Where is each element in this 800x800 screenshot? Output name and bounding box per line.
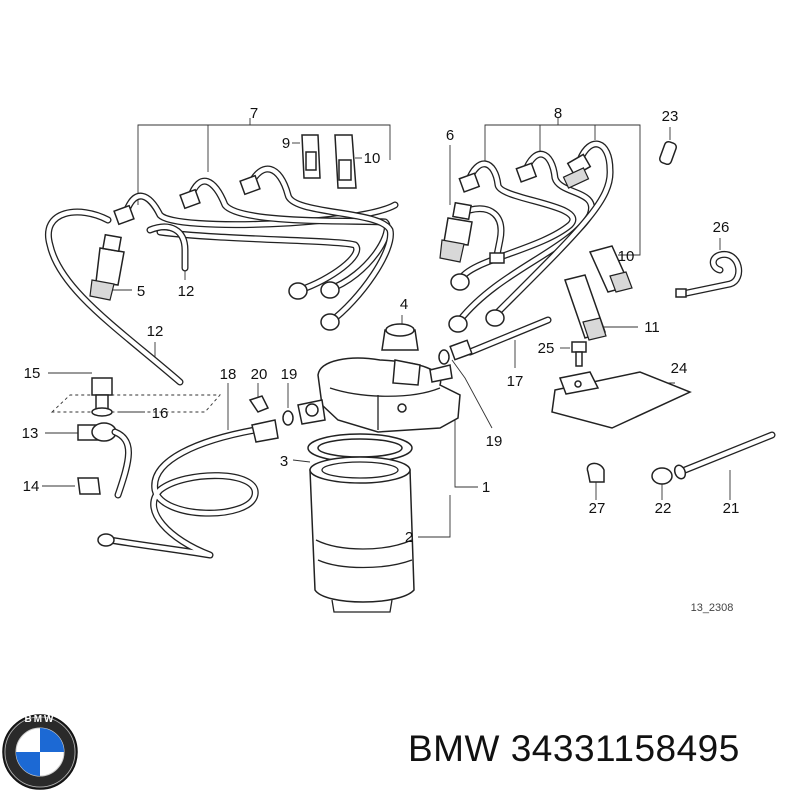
callout-10a: 10: [364, 150, 381, 167]
logo-lettering: BMW: [25, 714, 56, 725]
callout-1: 1: [482, 479, 490, 496]
callout-3: 3: [280, 453, 288, 470]
bracket-24: [551, 341, 692, 429]
injection-pipes-right: [448, 140, 614, 333]
callout-14: 14: [23, 478, 40, 495]
fuel-line-17: [438, 316, 552, 365]
callout-21: 21: [723, 500, 740, 517]
callout-22: 22: [655, 500, 672, 517]
callout-17: 17: [507, 373, 524, 390]
callout-16: 16: [152, 405, 169, 422]
callout-27: 27: [589, 500, 606, 517]
callout-11: 11: [644, 319, 660, 336]
callout-9: 9: [282, 135, 290, 152]
seal-ring: [307, 433, 413, 463]
banjo-fitting: [77, 377, 132, 499]
callout-6: 6: [446, 127, 454, 144]
filter-housing: [297, 323, 461, 433]
callout-19b: 19: [486, 433, 503, 450]
filter-element: [309, 456, 415, 613]
brand-name: BMW: [408, 728, 500, 769]
callout-12b: 12: [147, 323, 164, 340]
callout-25: 25: [538, 340, 555, 357]
callout-labels: 7 9 10 8 23 6 26 10 5 12 4 11 12 25 24 1…: [22, 105, 740, 614]
hook-part-26: [675, 251, 743, 298]
injector-left: [89, 233, 125, 301]
callout-13: 13: [22, 425, 39, 442]
injection-pipes-left: [113, 165, 399, 331]
callout-2: 2: [405, 529, 413, 546]
drawing-code: 13_2308: [691, 602, 734, 614]
small-parts-right: [586, 431, 776, 485]
callout-10b: 10: [618, 248, 635, 265]
callout-23: 23: [662, 108, 679, 125]
callout-18: 18: [220, 366, 237, 383]
brand-caption: BMW 34331158495: [408, 728, 740, 770]
callout-12a: 12: [178, 283, 195, 300]
callout-7: 7: [250, 105, 258, 122]
callout-26: 26: [713, 219, 730, 236]
callout-24: 24: [671, 360, 688, 377]
pipe-clips-right: [564, 245, 633, 341]
callout-20: 20: [251, 366, 268, 383]
bmw-logo: BMW: [2, 714, 78, 790]
callout-4: 4: [400, 296, 408, 313]
part-number: 34331158495: [510, 728, 740, 769]
callout-8: 8: [554, 105, 562, 122]
return-pipe-left: [44, 208, 189, 386]
callout-5: 5: [137, 283, 145, 300]
callout-15: 15: [24, 365, 41, 382]
leader-lines: [42, 118, 731, 538]
plug-part-23: [658, 140, 678, 166]
pipe-clips-top: [301, 134, 357, 189]
callout-19a: 19: [281, 366, 298, 383]
fuel-line-coil: [97, 395, 294, 559]
injector-right: [439, 201, 473, 263]
